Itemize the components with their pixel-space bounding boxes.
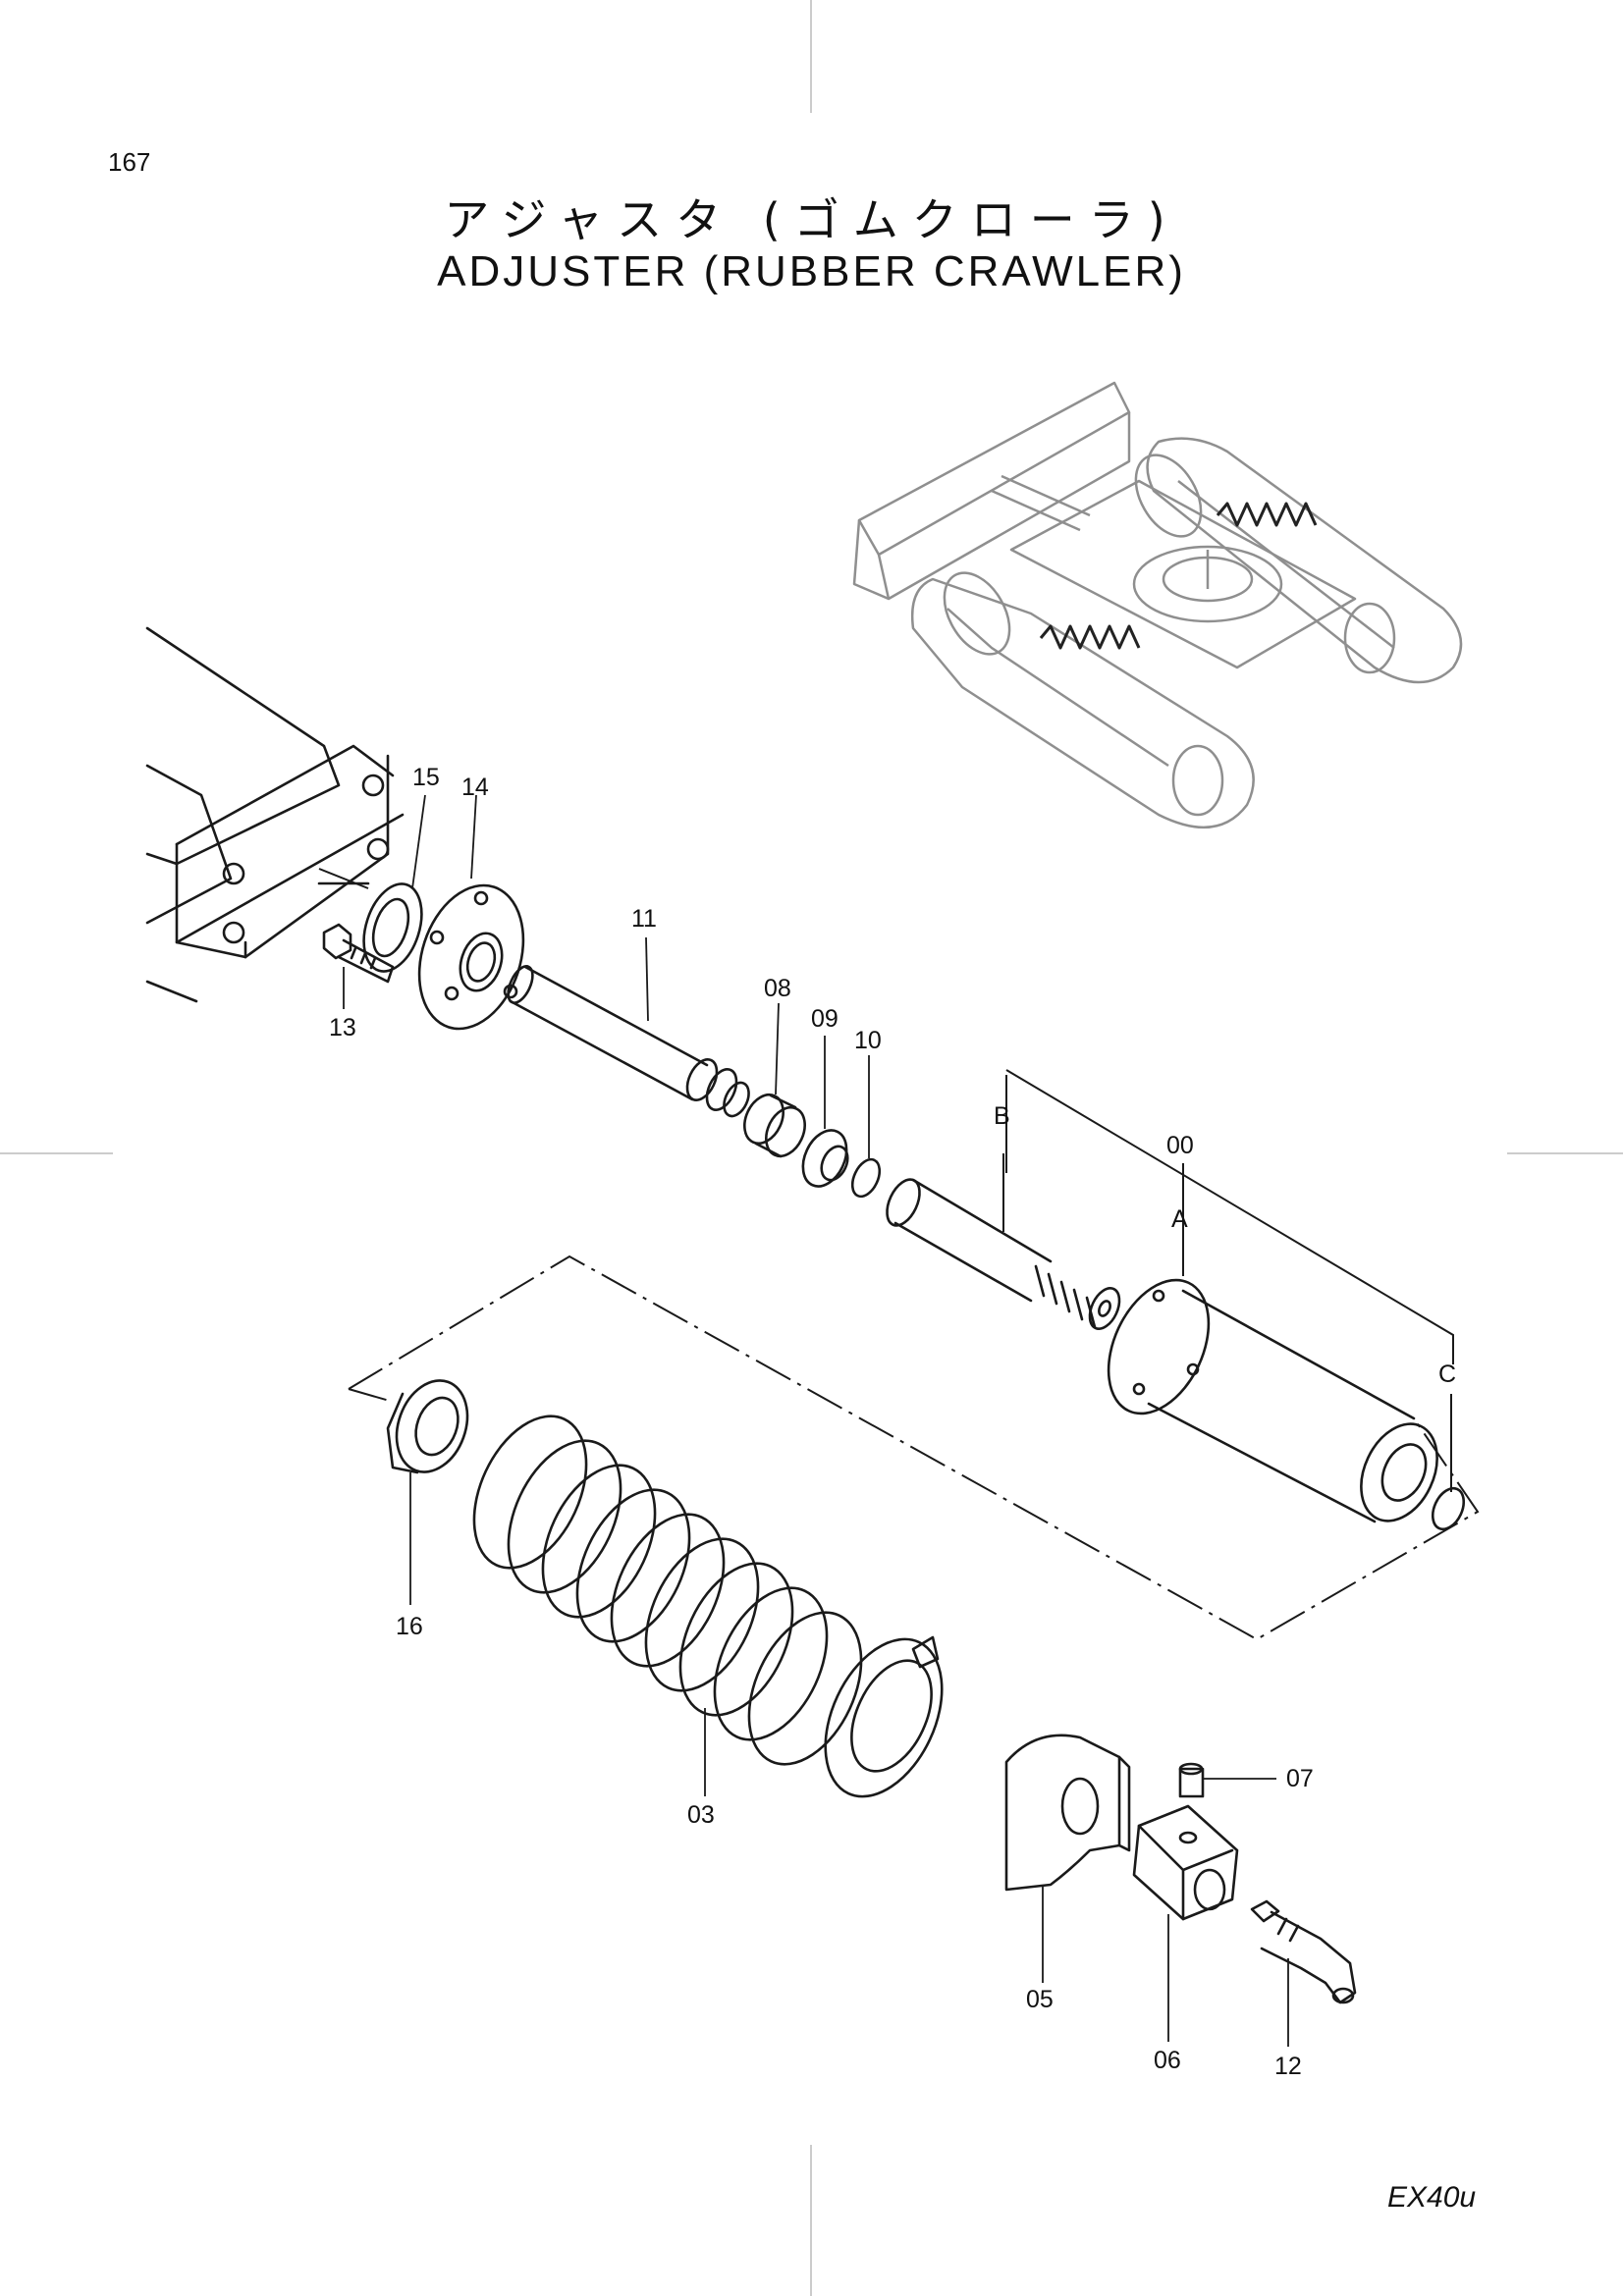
model-code: EX40u [1387,2181,1477,2214]
part-15-grease-fitting [1250,1899,1357,2004]
ref-letter-a: A [1171,1205,1188,1233]
undercarriage-overview-inset [852,381,1463,829]
callout-09: 09 [811,1005,839,1033]
callout-13: 15 [412,764,440,791]
ref-letter-b: B [994,1102,1010,1130]
cylinder-rod-b [886,1178,1121,1330]
parts-linework [145,626,1466,2004]
part-13-seal [362,882,423,973]
callout-15: 12 [1274,2053,1302,2080]
track-frame [145,626,405,1003]
callout-08: 08 [764,975,791,1002]
callout-06: 06 [1154,2047,1181,2074]
reference-letters: B A C [994,1102,1456,1388]
part-16-collar [386,1379,469,1474]
callout-07: 07 [1286,1765,1314,1792]
callout-05: 05 [1026,1986,1054,2013]
callout-labels: 15 14 13 11 08 09 10 00 16 03 07 05 06 1… [329,764,1314,2080]
part-14-bolt [322,923,395,984]
part-11-rod [507,965,750,1118]
callout-16: 16 [396,1613,423,1640]
callout-11: 11 [631,905,657,933]
title-japanese: アジャスタ (ゴムクローラ) [444,193,1179,246]
page-number: 167 [108,147,151,177]
part-08-bushing [743,1093,806,1158]
part-c-o-ring [1431,1486,1466,1531]
callout-00: 00 [1166,1132,1194,1159]
callout-12: 14 [461,774,489,801]
part-12-flange [417,883,525,1031]
part-05-plate [1004,1734,1131,1892]
callout-03: 03 [687,1801,715,1829]
part-10-snap-ring [850,1157,882,1199]
part-03-spring [472,1415,944,1798]
part-09-seal [801,1129,849,1188]
cylinder-housing-a [1107,1278,1438,1523]
part-06-block [1132,1804,1239,1921]
callout-10: 10 [854,1027,882,1054]
ref-letter-c: C [1438,1361,1456,1388]
assembly-lines [318,868,1480,1641]
part-07-plug [1178,1762,1205,1798]
leader-lines [343,794,1289,2047]
title-english: ADJUSTER (RUBBER CRAWLER) [437,247,1186,295]
callout-14: 13 [329,1014,356,1041]
